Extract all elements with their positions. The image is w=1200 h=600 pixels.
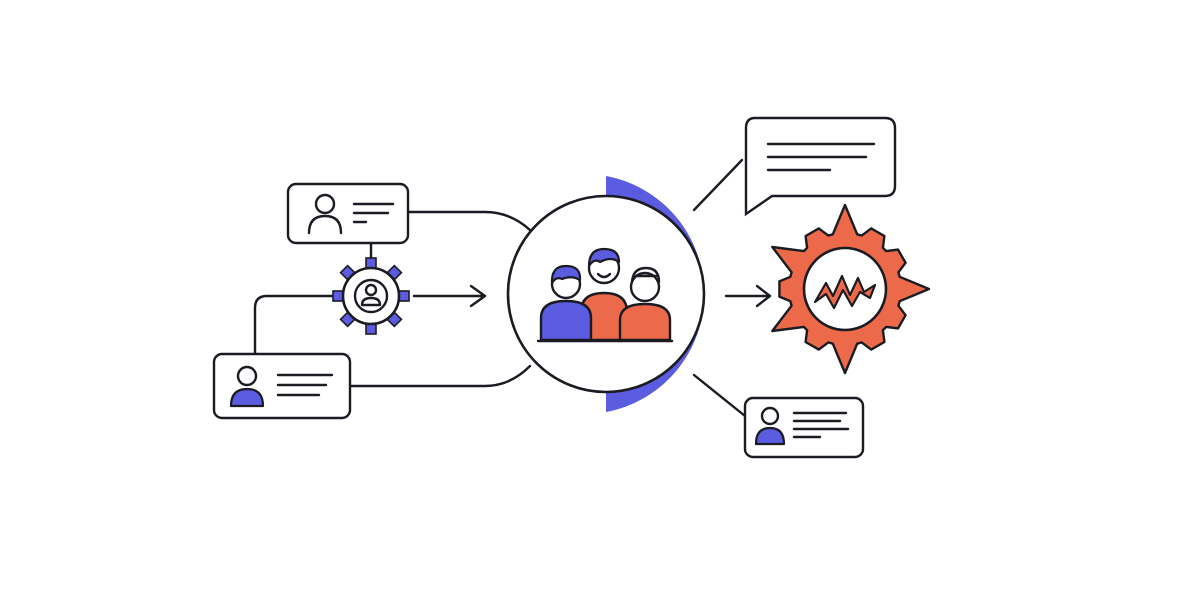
person-outline-icon — [307, 193, 343, 235]
gear-icon — [332, 257, 410, 335]
team-group-icon — [536, 247, 674, 343]
person-filled-icon — [754, 406, 786, 446]
connectors — [253, 158, 772, 422]
gear-tooth — [365, 323, 377, 335]
conflict-burst-gear-icon — [771, 203, 931, 375]
connector-bottom-card-to-gear — [253, 294, 335, 355]
gear-tooth — [365, 257, 377, 269]
profile-card-right — [743, 396, 865, 459]
profile-card-top — [286, 182, 410, 245]
connector-top-card-to-team — [406, 210, 532, 232]
connector-team-to-message — [692, 158, 744, 212]
arrow-gear-to-team — [412, 284, 487, 308]
connector-team-to-right-card — [692, 373, 752, 422]
team-circle — [506, 176, 706, 412]
arrow-team-to-conflict — [724, 284, 772, 308]
gear-tooth — [332, 290, 344, 302]
person-filled-icon — [229, 365, 265, 408]
gear-tooth — [398, 290, 410, 302]
connector-bottom-card-to-team — [348, 364, 532, 388]
speech-bubble-icon — [744, 116, 897, 217]
profile-card-bottom — [212, 352, 352, 420]
lightning-zigzag — [813, 274, 877, 310]
